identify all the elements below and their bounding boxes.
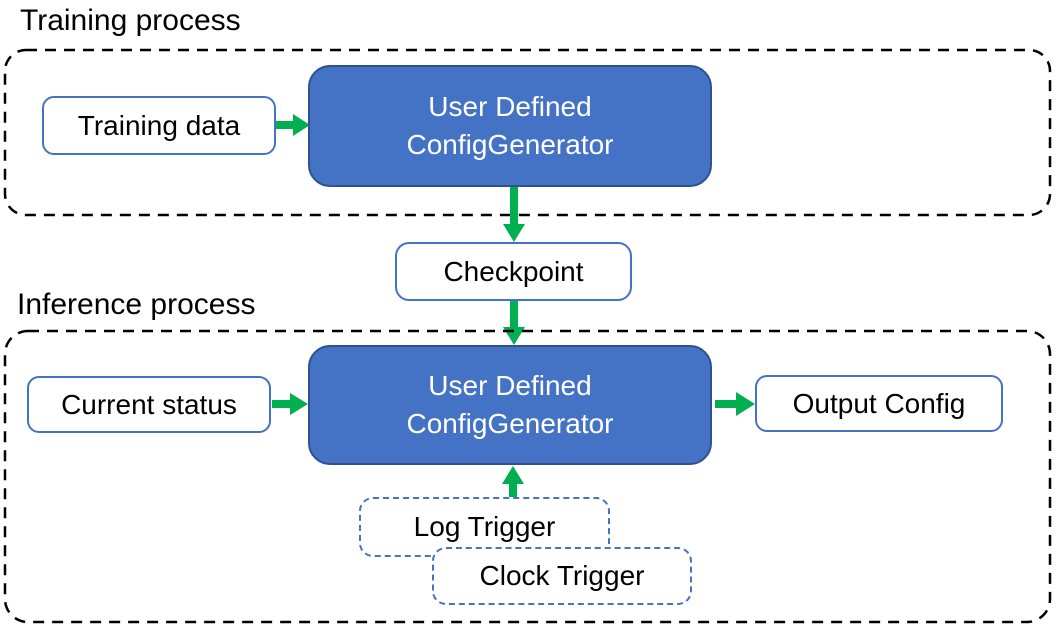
checkpoint-box: Checkpoint [395, 242, 632, 301]
clock-trigger-label: Clock Trigger [479, 560, 645, 591]
output-config-box: Output Config [755, 375, 1003, 432]
log-trigger-label: Log Trigger [413, 511, 556, 542]
arrow-current-status-to-generator [272, 393, 308, 415]
current-status-box: Current status [27, 376, 271, 433]
training-data-box: Training data [42, 96, 276, 155]
training-config-generator-box: User Defined ConfigGenerator [308, 65, 712, 187]
inference-process-title: Inference process [17, 288, 256, 321]
training-process-title: Training process [20, 4, 241, 37]
inference-generator-line2: ConfigGenerator [406, 408, 614, 439]
clock-trigger-box: Clock Trigger [432, 547, 692, 605]
inference-generator-line1: User Defined [428, 370, 592, 401]
inference-config-generator-box: User Defined ConfigGenerator [308, 345, 712, 465]
arrow-generator-to-output [715, 392, 755, 416]
arrow-training-data-to-generator [276, 114, 310, 136]
checkpoint-label: Checkpoint [443, 255, 584, 287]
current-status-label: Current status [61, 388, 237, 420]
arrow-triggers-to-generator [502, 466, 524, 498]
training-generator-line2: ConfigGenerator [406, 129, 614, 160]
training-generator-line1: User Defined [428, 91, 592, 122]
training-data-label: Training data [77, 109, 241, 141]
arrow-checkpoint-to-generator [503, 301, 525, 345]
output-config-label: Output Config [792, 387, 966, 419]
arrow-generator-to-checkpoint [503, 187, 525, 242]
